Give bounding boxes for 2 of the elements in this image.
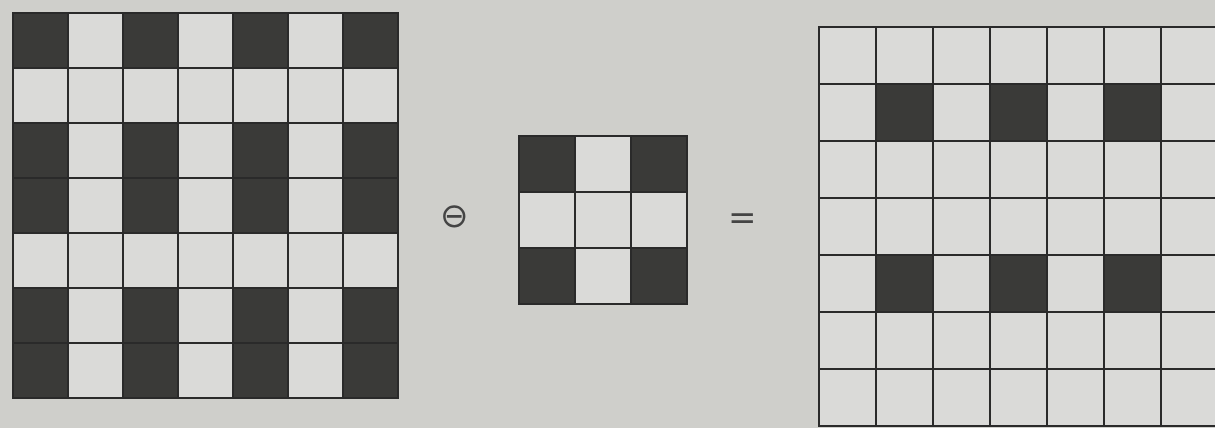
erosion-operator: ⊖ [440, 198, 469, 232]
equals-sign: = [728, 200, 757, 234]
